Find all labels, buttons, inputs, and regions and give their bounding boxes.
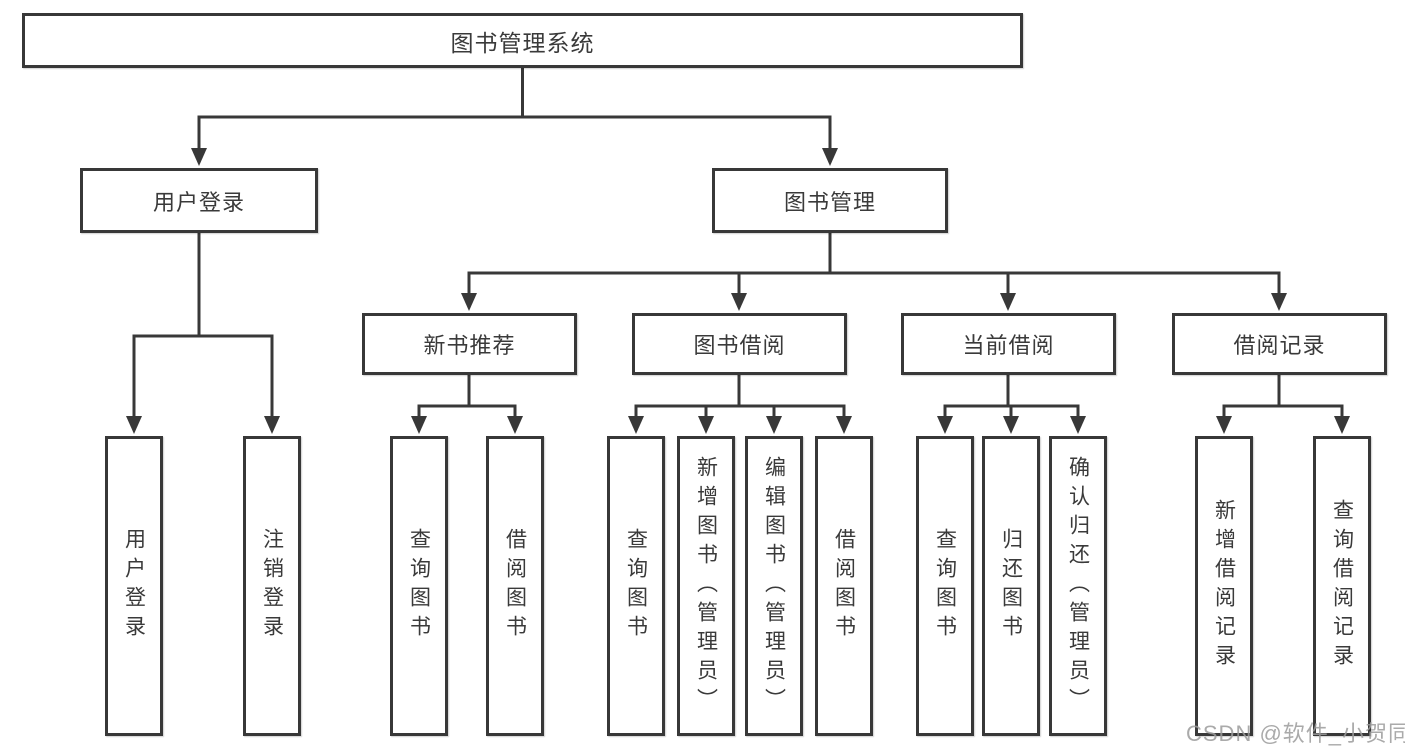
node-label: 新增借阅记录 bbox=[1212, 499, 1236, 673]
leaf-query-books-current: 查询图书 bbox=[916, 436, 974, 736]
leaf-query-borrow-record: 查询借阅记录 bbox=[1313, 436, 1371, 736]
node-label: 注销登录 bbox=[260, 528, 284, 644]
leaf-return-books: 归还图书 bbox=[982, 436, 1040, 736]
node-root-system: 图书管理系统 bbox=[22, 13, 1023, 68]
node-label: 借阅图书 bbox=[503, 528, 527, 644]
node-label: 查询图书 bbox=[407, 528, 431, 644]
node-label: 当前借阅 bbox=[962, 333, 1055, 358]
leaf-user-login: 用户登录 bbox=[105, 436, 163, 736]
node-label: 查询借阅记录 bbox=[1330, 499, 1354, 673]
node-label: 图书借阅 bbox=[693, 333, 786, 358]
node-label: 编辑图书（管理员） bbox=[762, 455, 786, 717]
csdn-watermark: CSDN @软件_小贺同学 bbox=[1186, 721, 1405, 746]
node-label: 查询图书 bbox=[933, 528, 957, 644]
leaf-borrow-books-recommend: 借阅图书 bbox=[486, 436, 544, 736]
leaf-query-books-recommend: 查询图书 bbox=[390, 436, 448, 736]
node-borrow-records: 借阅记录 bbox=[1172, 313, 1387, 375]
leaf-query-books-borrow: 查询图书 bbox=[607, 436, 665, 736]
leaf-logout-login: 注销登录 bbox=[243, 436, 301, 736]
node-label: 确认归还（管理员） bbox=[1066, 455, 1090, 717]
node-label: 新书推荐 bbox=[423, 333, 516, 358]
node-current-borrow: 当前借阅 bbox=[901, 313, 1116, 375]
node-label: 用户登录 bbox=[152, 189, 245, 215]
node-label: 图书管理系统 bbox=[450, 29, 595, 56]
node-book-management: 图书管理 bbox=[712, 168, 948, 233]
node-book-borrow: 图书借阅 bbox=[632, 313, 847, 375]
leaf-borrow-books: 借阅图书 bbox=[815, 436, 873, 736]
node-label: 查询图书 bbox=[624, 528, 648, 644]
node-label: 图书管理 bbox=[783, 189, 876, 215]
node-label: 用户登录 bbox=[122, 528, 146, 644]
arrowheads bbox=[126, 148, 1350, 434]
leaf-edit-book-admin: 编辑图书（管理员） bbox=[745, 436, 803, 736]
node-label: 归还图书 bbox=[999, 528, 1023, 644]
node-label: 新增图书（管理员） bbox=[694, 455, 718, 717]
leaf-confirm-return-admin: 确认归还（管理员） bbox=[1049, 436, 1107, 736]
leaf-add-borrow-record: 新增借阅记录 bbox=[1195, 436, 1253, 736]
node-user-login: 用户登录 bbox=[80, 168, 318, 233]
node-label: 借阅图书 bbox=[832, 528, 856, 644]
node-label: 借阅记录 bbox=[1233, 333, 1326, 358]
leaf-add-book-admin: 新增图书（管理员） bbox=[677, 436, 735, 736]
node-new-book-recommend: 新书推荐 bbox=[362, 313, 577, 375]
